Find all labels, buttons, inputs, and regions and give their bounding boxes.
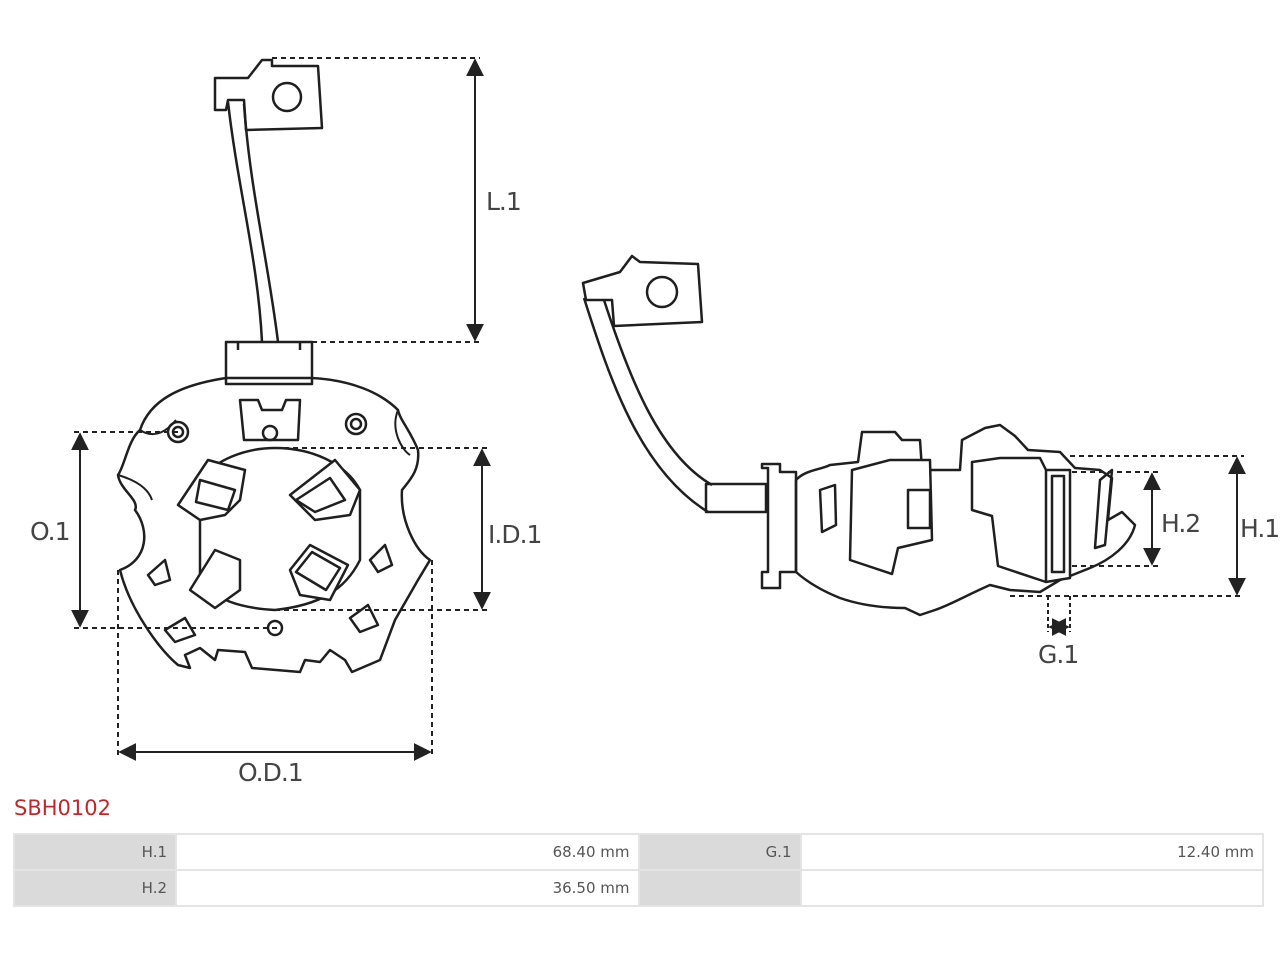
product-code: SBH0102 [14, 796, 111, 820]
front-brush-holders [176, 458, 362, 610]
front-dimensions [71, 57, 491, 761]
technical-drawing: L.1 O.1 I.D.1 O.D.1 H.1 H.2 G.1 [30, 57, 1280, 787]
spec-key [639, 871, 800, 905]
front-lead-wire [226, 101, 280, 343]
spec-value [801, 871, 1262, 905]
label-od1: O.D.1 [238, 758, 303, 787]
spec-key: H.2 [15, 871, 175, 905]
label-g1: G.1 [1038, 640, 1078, 669]
front-connector [224, 340, 314, 386]
label-l1: L.1 [486, 187, 521, 216]
side-brush-holders [818, 456, 1114, 584]
spec-key: G.1 [639, 835, 800, 869]
front-top-notch [238, 398, 302, 442]
front-terminal [213, 58, 324, 132]
label-o1: O.1 [30, 517, 70, 546]
label-h2: H.2 [1161, 509, 1200, 538]
spec-value: 12.40 mm [801, 835, 1262, 869]
side-wire-sleeve [704, 482, 768, 514]
spec-key: H.1 [15, 835, 175, 869]
front-mount-hole-right [344, 412, 368, 436]
table-row: H.1 68.40 mm G.1 12.40 mm [15, 835, 1262, 869]
side-terminal [581, 254, 704, 328]
specs-table: H.1 68.40 mm G.1 12.40 mm H.2 36.50 mm [13, 833, 1264, 907]
label-id1: I.D.1 [488, 520, 541, 549]
side-view [581, 254, 1137, 617]
front-inner-bore [198, 446, 362, 612]
side-connector [760, 462, 798, 590]
side-lead-wire [582, 297, 713, 514]
front-body-outline [116, 376, 432, 674]
side-dimensions [1010, 455, 1246, 636]
spec-value: 68.40 mm [177, 835, 638, 869]
side-body-outline [794, 423, 1137, 617]
front-view [116, 58, 432, 674]
label-h1: H.1 [1240, 514, 1279, 543]
table-row: H.2 36.50 mm [15, 871, 1262, 905]
spec-value: 36.50 mm [177, 871, 638, 905]
